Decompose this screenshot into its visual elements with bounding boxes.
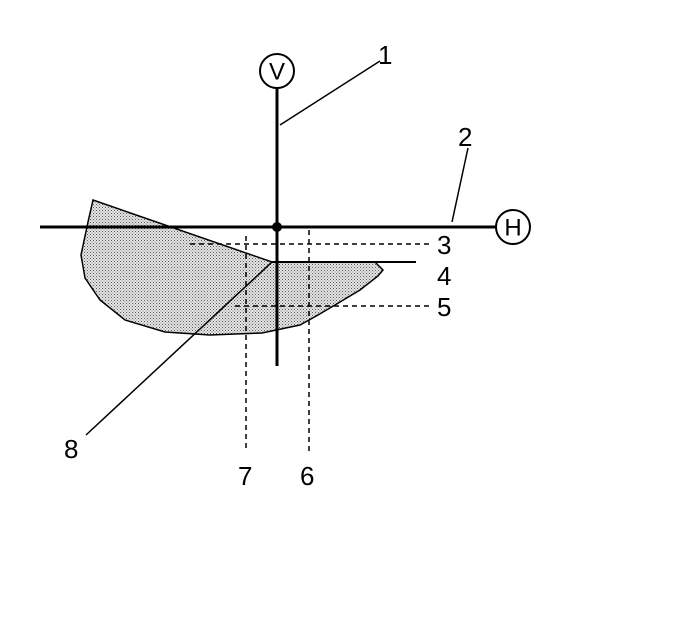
callout-5: 5 <box>437 292 451 322</box>
callout-3: 3 <box>437 230 451 260</box>
callout-2: 2 <box>458 122 472 152</box>
leader-line-8 <box>85 261 273 436</box>
v-axis-label: V <box>269 59 285 86</box>
callout-7: 7 <box>238 461 252 491</box>
h-axis-marker: H <box>495 209 531 245</box>
callout-4: 4 <box>437 261 451 291</box>
callout-6: 6 <box>300 461 314 491</box>
leader-line-1 <box>279 60 381 126</box>
center-point <box>272 222 282 232</box>
h-axis-label: H <box>504 215 521 242</box>
callout-1: 1 <box>378 40 392 70</box>
leader-line-2 <box>451 147 469 223</box>
beam-pattern <box>80 199 385 336</box>
callout-8: 8 <box>64 434 78 464</box>
v-axis-marker: V <box>259 53 295 89</box>
